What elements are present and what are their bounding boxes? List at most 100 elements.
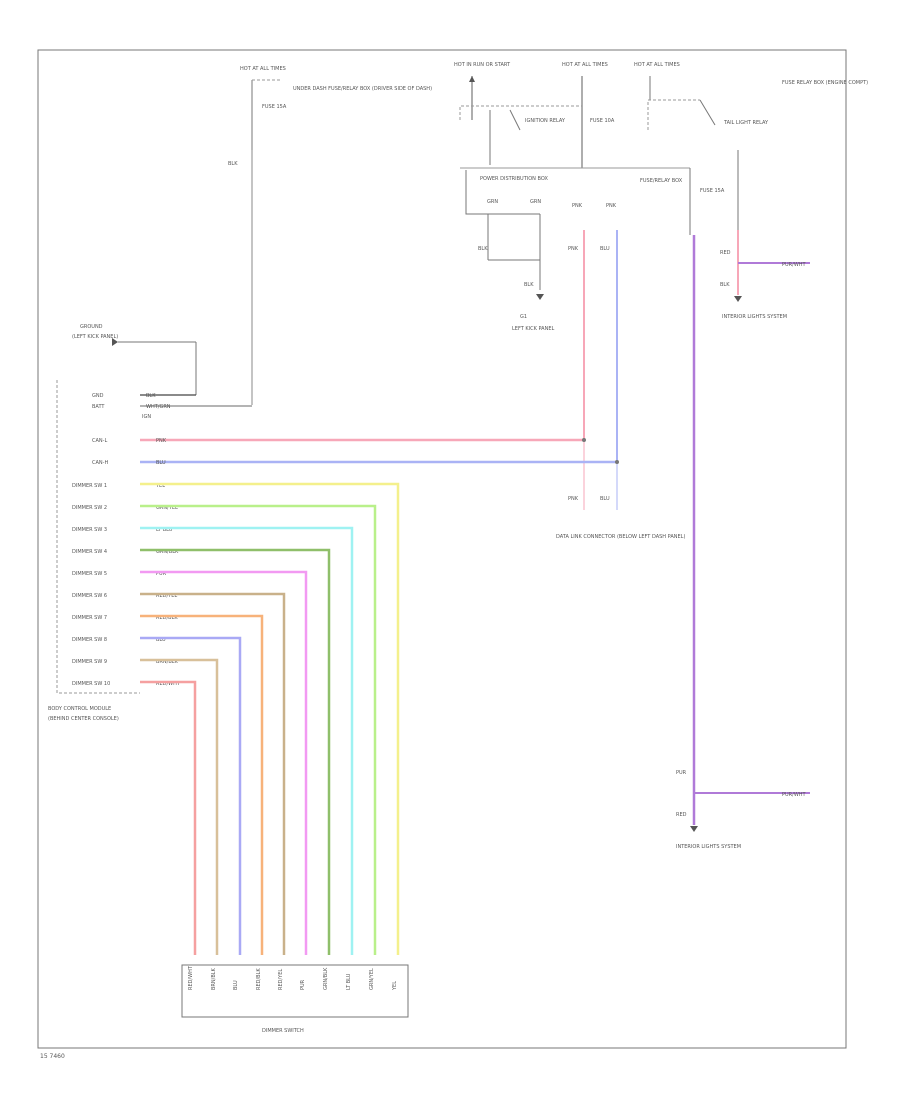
connector-bottom-wire: PUR/WHT — [782, 792, 807, 798]
bottom-label-3: PUR — [676, 770, 687, 776]
wire-code: BLU — [156, 460, 166, 466]
connector-top-wire: PUR/WHT — [782, 262, 807, 268]
wire-blu — [140, 636, 242, 955]
pin-label: DIMMER SW 3 — [72, 527, 107, 533]
under-dash-note: UNDER DASH FUSE/RELAY BOX (DRIVER SIDE O… — [293, 86, 432, 92]
module-wire-codes: BLK WHT/GRN PNK BLU YEL GRN/YEL LT BLU G… — [146, 393, 181, 687]
under-dash-fuse-group: HOT AT ALL TIMES FUSE 15A UNDER DASH FUS… — [228, 66, 432, 405]
bottom-label-1: RED — [720, 250, 731, 256]
diagram-id: 15 7460 — [40, 1053, 65, 1060]
wire-label-2: BLK — [524, 282, 534, 288]
right-note: FUSE RELAY BOX (ENGINE COMPT) — [782, 80, 868, 86]
col-label-3: PNK — [572, 203, 583, 209]
pin-label: DIMMER SW 5 — [72, 571, 107, 577]
pin-label: CAN-H — [92, 460, 108, 466]
wire-code: RED/WHT — [156, 681, 181, 687]
dimmer-pin-list: RED/WHT BRN/BLK BLU RED/BLK RED/YEL PUR … — [188, 965, 398, 991]
pin-label: DIMMER SW 6 — [72, 593, 107, 599]
wire-label-1: BLK — [478, 246, 488, 252]
wire-code: BLK — [146, 393, 156, 399]
bottom-label-4: RED — [676, 812, 687, 818]
ground-note: LEFT KICK PANEL — [512, 326, 555, 332]
pin-label: IGN — [142, 414, 151, 420]
dimmer-switch: DIMMER SWITCH RED/WHT BRN/BLK BLU RED/BL… — [181, 964, 409, 1034]
wire-pur — [140, 570, 308, 955]
wire-grn-yel — [140, 504, 377, 955]
dimmer-pin: RED/WHT — [188, 965, 194, 990]
pin-label: GND — [92, 393, 104, 399]
wire-code: BRN/BLK — [156, 659, 179, 665]
fuse-10a-label: FUSE 10A — [590, 118, 615, 124]
pin-label: DIMMER SW 1 — [72, 483, 107, 489]
fuse-box-conn-label: FUSE/RELAY BOX — [640, 178, 683, 184]
pin-label: DIMMER SW 7 — [72, 615, 107, 621]
col-label-2: GRN — [530, 199, 541, 205]
wire-code: RED/YEL — [156, 593, 177, 599]
pin-label: DIMMER SW 8 — [72, 637, 107, 643]
module-subtitle: (BEHIND CENTER CONSOLE) — [48, 716, 119, 722]
dimmer-pin: BLU — [233, 980, 239, 990]
fuse-15a-label: FUSE 15A — [262, 104, 287, 110]
col-label-4: PNK — [606, 203, 617, 209]
body-control-module: BODY CONTROL MODULE (BEHIND CENTER CONSO… — [48, 324, 619, 955]
connector-top-label: INTERIOR LIGHTS SYSTEM — [722, 314, 787, 320]
dlc-note: DATA LINK CONNECTOR (BELOW LEFT DASH PAN… — [556, 534, 685, 540]
dimmer-pin: BRN/BLK — [211, 967, 217, 990]
wire-label-3: PNK — [568, 246, 579, 252]
pin-label: DIMMER SW 4 — [72, 549, 107, 555]
wire-code: BLU — [156, 637, 166, 643]
fuse-right-label: FUSE 15A — [700, 188, 725, 194]
wire-code: RED/BLK — [156, 615, 178, 621]
col-label-1: GRN — [487, 199, 498, 205]
dimmer-switch-title: DIMMER SWITCH — [262, 1028, 304, 1034]
hot-left-label: HOT IN RUN OR START — [454, 62, 511, 68]
ignition-relay-label: IGNITION RELAY — [525, 118, 566, 124]
wire-code: GRN/BLK — [156, 549, 179, 555]
dlc-a-label: PNK — [568, 496, 579, 502]
power-distribution-group: HOT IN RUN OR START HOT AT ALL TIMES HOT… — [454, 62, 868, 850]
pin-label: DIMMER SW 9 — [72, 659, 107, 665]
wire-red-blk — [140, 614, 264, 955]
pin-label: BATT — [92, 404, 105, 410]
wire-lt-blu — [140, 526, 354, 955]
wire-grn-blk — [140, 548, 331, 955]
wire-label-4: BLU — [600, 246, 610, 252]
wire-code: GRN/YEL — [156, 505, 178, 511]
module-title: BODY CONTROL MODULE — [48, 706, 111, 712]
hot-right-label: HOT AT ALL TIMES — [634, 62, 680, 68]
wire-code: YEL — [155, 483, 165, 489]
dimmer-pin: RED/BLK — [256, 968, 262, 990]
wire-code: WHT/GRN — [146, 404, 171, 410]
dimmer-pin: GRN/BLK — [323, 967, 329, 990]
wire-red-wht — [140, 680, 197, 955]
top-fuse-box-label: HOT AT ALL TIMES — [240, 66, 286, 72]
pin-label: CAN-L — [92, 438, 107, 444]
module-ground-sub: (LEFT KICK PANEL) — [72, 334, 118, 340]
wire-brn-blk — [140, 658, 219, 955]
dimmer-pin: RED/YEL — [278, 969, 284, 990]
wire-yel — [140, 482, 400, 955]
wire-label-left: BLK — [228, 161, 238, 167]
dimmer-pin: YEL — [392, 981, 398, 991]
pin-label: DIMMER SW 2 — [72, 505, 107, 511]
dlc-b-label: BLU — [600, 496, 610, 502]
module-pin-list: GND BATT IGN CAN-L CAN-H DIMMER SW 1 DIM… — [72, 393, 151, 687]
dimmer-pin: GRN/YEL — [369, 968, 375, 990]
dimmer-pin: LT BLU — [346, 973, 352, 990]
wire-code: PUR — [156, 571, 167, 577]
pin-label: DIMMER SW 10 — [72, 681, 110, 687]
wire-code: PNK — [156, 438, 167, 444]
ground-label: G1 — [520, 314, 527, 320]
wire-red-yel — [140, 592, 286, 955]
wire-code: LT BLU — [156, 527, 173, 533]
dimmer-switch-box — [181, 964, 409, 1018]
dimmer-pin: PUR — [300, 979, 306, 990]
pdb-label: POWER DISTRIBUTION BOX — [480, 176, 548, 182]
hot-mid-label: HOT AT ALL TIMES — [562, 62, 608, 68]
module-ground-cap: GROUND — [80, 324, 103, 330]
connector-bottom-label: INTERIOR LIGHTS SYSTEM — [676, 844, 741, 850]
bottom-label-2: BLK — [720, 282, 730, 288]
diagram-border — [37, 49, 847, 1049]
tail-relay-label: TAIL LIGHT RELAY — [723, 120, 769, 126]
